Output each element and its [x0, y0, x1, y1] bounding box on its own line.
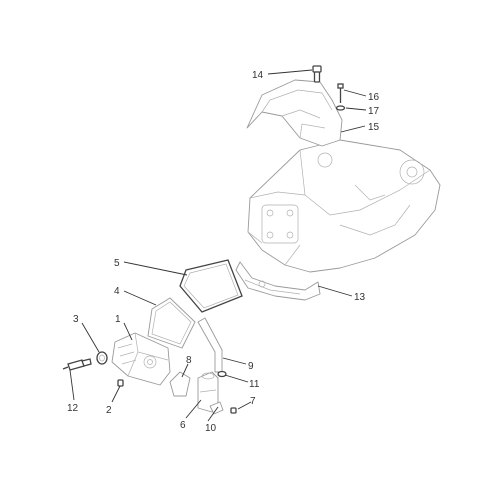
callout-8: 8	[186, 355, 192, 366]
callout-5: 5	[114, 258, 120, 269]
leader-2	[111, 385, 121, 403]
cylinder-head-cover	[246, 79, 343, 147]
callout-labels: 1 2 3 4 5 6 7 8 9 10 11 12 13 14 15 16 1…	[67, 70, 380, 434]
leader-12	[69, 369, 75, 401]
leader-14	[267, 69, 313, 75]
leader-10	[207, 406, 219, 422]
seal-ring-part	[96, 351, 108, 365]
clip-part	[209, 401, 224, 415]
gasket-part-8	[169, 371, 191, 397]
leader-lines	[69, 69, 367, 422]
spark-plug-part	[62, 358, 92, 371]
engine-crankcase	[247, 139, 441, 273]
leader-4	[123, 290, 157, 306]
callout-15: 15	[368, 122, 380, 133]
callout-16: 16	[368, 92, 380, 103]
washer-part	[335, 105, 346, 111]
callout-17: 17	[368, 106, 380, 117]
callout-9: 9	[248, 361, 254, 372]
leader-7	[237, 401, 252, 410]
callout-14: 14	[252, 70, 264, 81]
callout-2: 2	[106, 405, 112, 416]
sensor-part	[312, 65, 322, 83]
gasket-part-4	[147, 297, 196, 349]
leader-1	[123, 322, 133, 341]
callout-6: 6	[180, 420, 186, 431]
pipe-part	[197, 317, 223, 373]
leader-5	[123, 261, 188, 276]
leader-3	[81, 322, 100, 353]
screw-part	[337, 83, 344, 103]
leader-11	[224, 374, 249, 383]
leader-6	[185, 399, 202, 419]
leader-8	[181, 363, 189, 378]
small-screw-part	[230, 407, 237, 414]
callout-12: 12	[67, 403, 79, 414]
callout-7: 7	[250, 396, 256, 407]
leader-16	[343, 89, 367, 97]
valve-part	[197, 371, 219, 413]
gasket-part	[179, 259, 243, 313]
stud-part	[117, 379, 124, 387]
clamp-part	[217, 370, 227, 378]
callout-3: 3	[73, 314, 79, 325]
callout-10: 10	[205, 423, 217, 434]
callout-1: 1	[115, 314, 121, 325]
callout-4: 4	[114, 286, 120, 297]
callout-11: 11	[249, 379, 260, 390]
cylinder-head-part	[111, 332, 171, 386]
leader-13	[317, 285, 353, 297]
callout-13: 13	[354, 292, 366, 303]
bracket-part	[235, 261, 321, 301]
leader-15	[340, 125, 366, 133]
leader-17	[345, 107, 367, 111]
leader-9	[222, 357, 247, 365]
